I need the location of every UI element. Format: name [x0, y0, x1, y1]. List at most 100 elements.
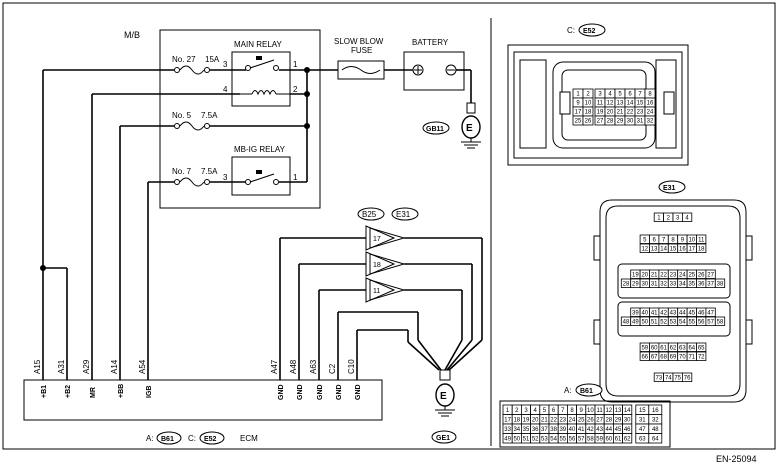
battery: BATTERY: [403, 38, 465, 91]
svg-text:47: 47: [707, 310, 714, 316]
connector-e31-pin: 20: [639, 269, 650, 279]
ground-ge1-symbol: E: [440, 391, 447, 402]
svg-text:66: 66: [641, 354, 648, 360]
connector-e31-pin: 47: [705, 307, 716, 317]
ecm-pin-labels: A15 A31 A29 A14 A54 A47 A48 A63 C2 C10: [33, 359, 356, 374]
svg-text:59: 59: [641, 345, 648, 351]
svg-text:9: 9: [580, 408, 584, 414]
connector-e31-pin: 41: [649, 307, 660, 317]
connector-e52-pin: 23: [634, 106, 646, 117]
svg-text:30: 30: [627, 119, 634, 125]
svg-text:58: 58: [587, 436, 594, 442]
connector-e31-pin: 54: [677, 316, 688, 326]
connector-b61-pin: 39: [557, 423, 568, 434]
connector-e52-pin: 25: [572, 115, 584, 126]
svg-text:5: 5: [643, 237, 647, 243]
connector-b61-pin: 42: [585, 423, 596, 434]
connector-e31-pin: 1: [653, 212, 665, 222]
connector-e31-pin: 42: [658, 307, 669, 317]
mbig-relay-pin-1: 1: [293, 173, 298, 182]
ecm-sig-gnd-c10: GND: [355, 384, 362, 400]
svg-text:46: 46: [624, 427, 631, 433]
connector-e31-pin: 29: [630, 278, 641, 288]
svg-text:13: 13: [651, 246, 658, 252]
connector-e31-pin: 45: [686, 307, 697, 317]
connector-b61-pin: 34: [511, 423, 522, 434]
svg-text:20: 20: [532, 417, 539, 423]
svg-text:32: 32: [647, 119, 654, 125]
svg-text:12: 12: [641, 246, 648, 252]
connector-b61-pin: 8: [567, 404, 578, 415]
connector-e31-pin: 25: [686, 269, 697, 279]
svg-text:58: 58: [717, 319, 724, 325]
ecm-sig-mr: MR: [90, 387, 97, 398]
svg-text:30: 30: [641, 281, 648, 287]
connector-b61-pin: 22: [548, 414, 559, 425]
connector-e52-pin: 27: [594, 115, 606, 126]
svg-text:42: 42: [587, 427, 594, 433]
connector-b61-pin: 23: [557, 414, 568, 425]
svg-text:75: 75: [674, 375, 681, 381]
svg-text:7: 7: [638, 92, 642, 98]
fuse-no5-number: No. 5: [172, 111, 192, 120]
ecm-pin-a63: A63: [309, 359, 318, 374]
connector-b61-pin: 64: [648, 433, 663, 444]
ground-ge1: E GE1: [431, 369, 457, 444]
connector-e31-pin: 40: [639, 307, 650, 317]
svg-text:55: 55: [688, 319, 695, 325]
mbig-relay-label: MB-IG RELAY: [234, 145, 286, 154]
svg-text:28: 28: [623, 281, 630, 287]
ecm-conn-a-name: B61: [161, 436, 174, 443]
svg-text:22: 22: [627, 110, 634, 116]
connector-e52-pin: 31: [634, 115, 646, 126]
svg-text:10: 10: [587, 408, 594, 414]
connector-b61-pin: 45: [613, 423, 624, 434]
connector-b61-pin: 44: [603, 423, 614, 434]
connector-e31-pin: 56: [696, 316, 707, 326]
connector-e31-pin: 44: [677, 307, 688, 317]
svg-text:15: 15: [639, 408, 646, 414]
connector-b61-pin: 43: [594, 423, 605, 434]
connector-e31-pin: 19: [630, 269, 641, 279]
fuse-no7: No. 7 7.5A: [172, 167, 218, 187]
connector-e31-pin: 33: [667, 278, 679, 288]
connector-b61-pin: 19: [521, 414, 532, 425]
connector-b61-pin: 33: [502, 423, 513, 434]
fuse-no5: No. 5 7.5A: [172, 111, 218, 131]
svg-text:4: 4: [685, 215, 689, 221]
svg-text:24: 24: [647, 110, 654, 116]
svg-text:11: 11: [596, 408, 603, 414]
joint-pin-18: 18: [373, 262, 381, 269]
svg-text:51: 51: [651, 319, 658, 325]
svg-text:49: 49: [632, 319, 639, 325]
connector-e52-pin: 26: [582, 115, 594, 126]
svg-text:27: 27: [707, 272, 714, 278]
connector-b61-title: A: B61: [564, 383, 603, 397]
connector-e52-pin: 4: [604, 88, 616, 99]
svg-text:27: 27: [596, 417, 603, 423]
svg-text:4: 4: [534, 408, 538, 414]
svg-text:38: 38: [717, 281, 724, 287]
svg-text:1: 1: [657, 215, 661, 221]
connector-e52-pin: 18: [582, 106, 594, 117]
svg-text:74: 74: [665, 375, 672, 381]
svg-text:12: 12: [607, 101, 614, 107]
connector-e31-pin: 53: [667, 316, 679, 326]
ecm-sig-b1: +B1: [41, 385, 48, 398]
connector-e52-pin: 28: [604, 115, 616, 126]
ecm-signal-labels: +B1 +B2 MR +BB IGB GND GND GND GND GND: [41, 384, 362, 400]
connector-e31-pin: 22: [658, 269, 669, 279]
svg-text:38: 38: [550, 427, 557, 433]
ecm-pin-a54: A54: [138, 359, 147, 374]
svg-text:13: 13: [617, 101, 624, 107]
connector-b61-pin: 40: [567, 423, 578, 434]
connector-b61-pin: 58: [585, 433, 596, 444]
connector-e31-pin: 70: [677, 351, 688, 361]
ecm-label: ECM: [240, 434, 258, 443]
svg-text:10: 10: [585, 101, 592, 107]
svg-text:8: 8: [648, 92, 652, 98]
connector-b61-pin: 50: [511, 433, 522, 444]
diagram-code: EN-25094: [716, 454, 757, 464]
